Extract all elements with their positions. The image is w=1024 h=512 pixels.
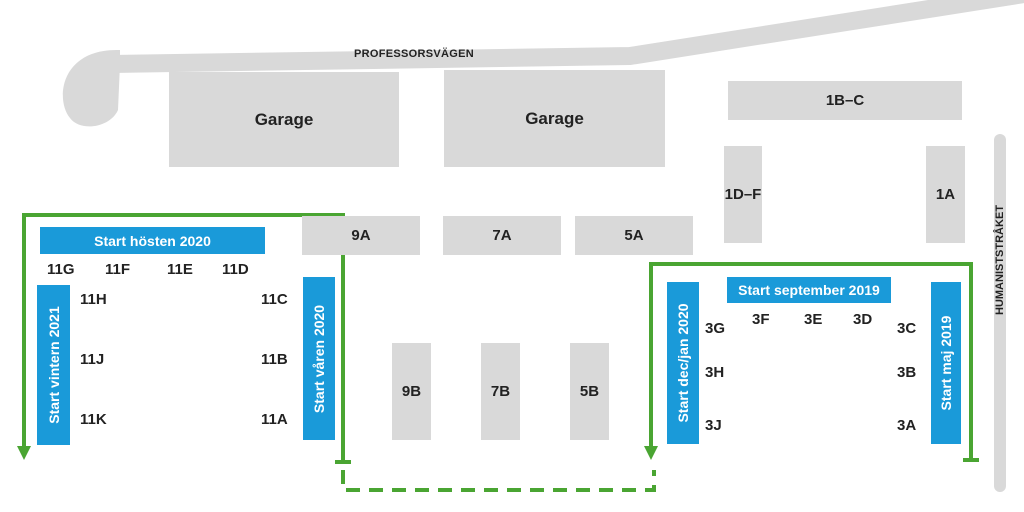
- route-right-arrow: [644, 446, 658, 460]
- phase-banner-hosten-2020: Start hösten 2020: [40, 227, 265, 254]
- phase-banner-september-2019: Start september 2019: [727, 277, 891, 303]
- route-right: [649, 262, 973, 460]
- building-9a: 9A: [302, 216, 420, 255]
- house-label-3d: 3D: [853, 311, 873, 328]
- route-lines: [17, 213, 979, 492]
- house-label-11j: 11J: [80, 351, 105, 368]
- building-garage-right: Garage: [444, 70, 665, 167]
- building-1d-f: 1D–F: [724, 146, 762, 243]
- road-professorsvagen: [101, 0, 1024, 73]
- building-1a: 1A: [926, 146, 965, 243]
- house-label-11c: 11C: [261, 291, 288, 308]
- phase-banner-varen-2020-text: Start våren 2020: [311, 304, 327, 413]
- route-left: [22, 213, 345, 462]
- house-label-3h: 3H: [705, 364, 725, 381]
- building-7b: 7B: [481, 343, 520, 440]
- house-label-3c: 3C: [897, 320, 917, 337]
- route-dashed-connector: [341, 470, 656, 492]
- building-7a: 7A: [443, 216, 561, 255]
- phase-banner-dec-jan-2020: Start dec/jan 2020: [667, 282, 699, 444]
- phase-banner-varen-2020: Start våren 2020: [303, 277, 335, 440]
- house-label-3a: 3A: [897, 417, 917, 434]
- house-label-11e: 11E: [167, 261, 193, 278]
- building-1b-c: 1B–C: [728, 81, 962, 120]
- road-label-humaniststraket-text: HUMANISTSTRÅKET: [994, 205, 1006, 315]
- house-label-11h: 11H: [80, 291, 107, 308]
- road-label-professorsvagen: PROFESSORSVÄGEN: [354, 48, 475, 60]
- phase-banner-maj-2019-text: Start maj 2019: [938, 315, 954, 411]
- house-label-11f: 11F: [105, 261, 131, 278]
- house-label-11b: 11B: [261, 351, 288, 368]
- road-network: [62, 0, 1024, 492]
- road-label-humaniststraket: HUMANISTSTRÅKET: [990, 200, 1010, 320]
- house-label-11a: 11A: [261, 411, 288, 428]
- house-label-3j: 3J: [705, 417, 722, 434]
- house-label-3b: 3B: [897, 364, 917, 381]
- building-garage-left: Garage: [169, 72, 399, 167]
- building-5b: 5B: [570, 343, 609, 440]
- house-label-3g: 3G: [705, 320, 726, 337]
- house-label-3e: 3E: [804, 311, 823, 328]
- road-turnaround: [62, 49, 120, 127]
- house-label-3f: 3F: [752, 311, 770, 328]
- phase-banner-vintern-2021-text: Start vintern 2021: [45, 306, 62, 424]
- house-label-11g: 11G: [47, 261, 75, 278]
- route-left-arrow: [17, 446, 31, 460]
- phase-banner-dec-jan-2020-text: Start dec/jan 2020: [675, 303, 691, 423]
- phase-banner-maj-2019: Start maj 2019: [931, 282, 961, 444]
- building-5a: 5A: [575, 216, 693, 255]
- building-9b: 9B: [392, 343, 431, 440]
- phase-banner-vintern-2021: Start vintern 2021: [37, 285, 70, 445]
- house-label-11d: 11D: [222, 261, 249, 278]
- house-label-11k: 11K: [80, 411, 107, 428]
